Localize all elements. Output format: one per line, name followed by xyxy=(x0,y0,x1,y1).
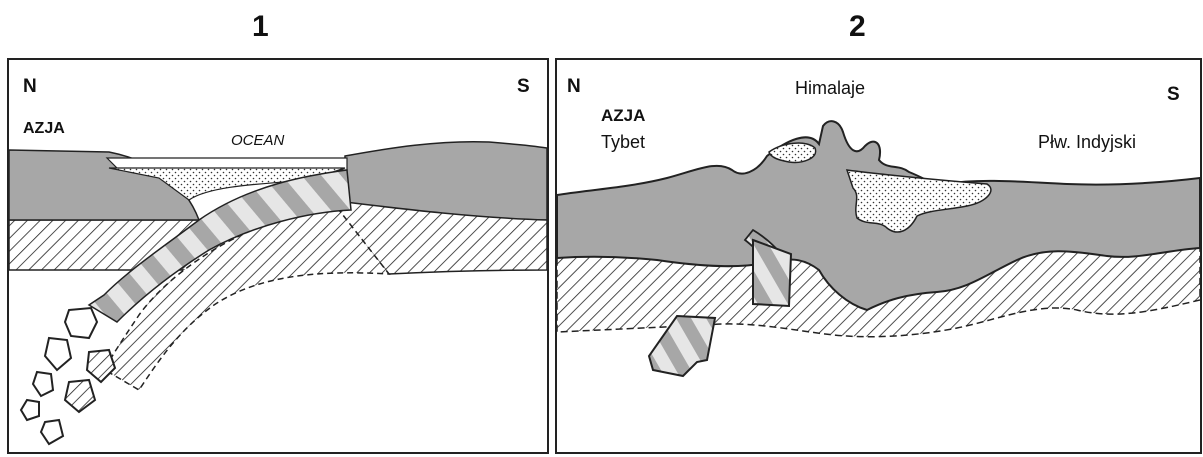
indian-peninsula-label: Płw. Indyjski xyxy=(1038,132,1136,153)
slab-fragment-7 xyxy=(41,420,63,444)
panel-1-number: 1 xyxy=(252,10,269,44)
north-label: N xyxy=(23,76,37,98)
continent-label: AZJA xyxy=(23,120,65,138)
continent-label: AZJA xyxy=(601,106,645,126)
slab-fragment-1 xyxy=(65,308,97,338)
north-label: N xyxy=(567,76,581,98)
mountains-label: Himalaje xyxy=(795,78,865,99)
slab-fragment-2 xyxy=(45,338,71,370)
south-label: S xyxy=(517,76,530,98)
slab-fragment-6 xyxy=(21,400,39,420)
panel-2-number: 2 xyxy=(849,10,866,44)
slab-fragment-3 xyxy=(87,350,115,382)
slab-fragment-4 xyxy=(33,372,53,396)
panel-2-collision: N Himalaje S AZJA Tybet Płw. Indyjski xyxy=(555,58,1202,454)
panel-1-illustration xyxy=(9,60,547,452)
ocean-label: OCEAN xyxy=(231,132,284,149)
panel-1-subduction: N S AZJA OCEAN xyxy=(7,58,549,454)
slab-fragment-5 xyxy=(65,380,95,412)
panel-2-illustration xyxy=(557,60,1200,452)
tibet-label: Tybet xyxy=(601,132,645,153)
south-label: S xyxy=(1167,84,1180,106)
